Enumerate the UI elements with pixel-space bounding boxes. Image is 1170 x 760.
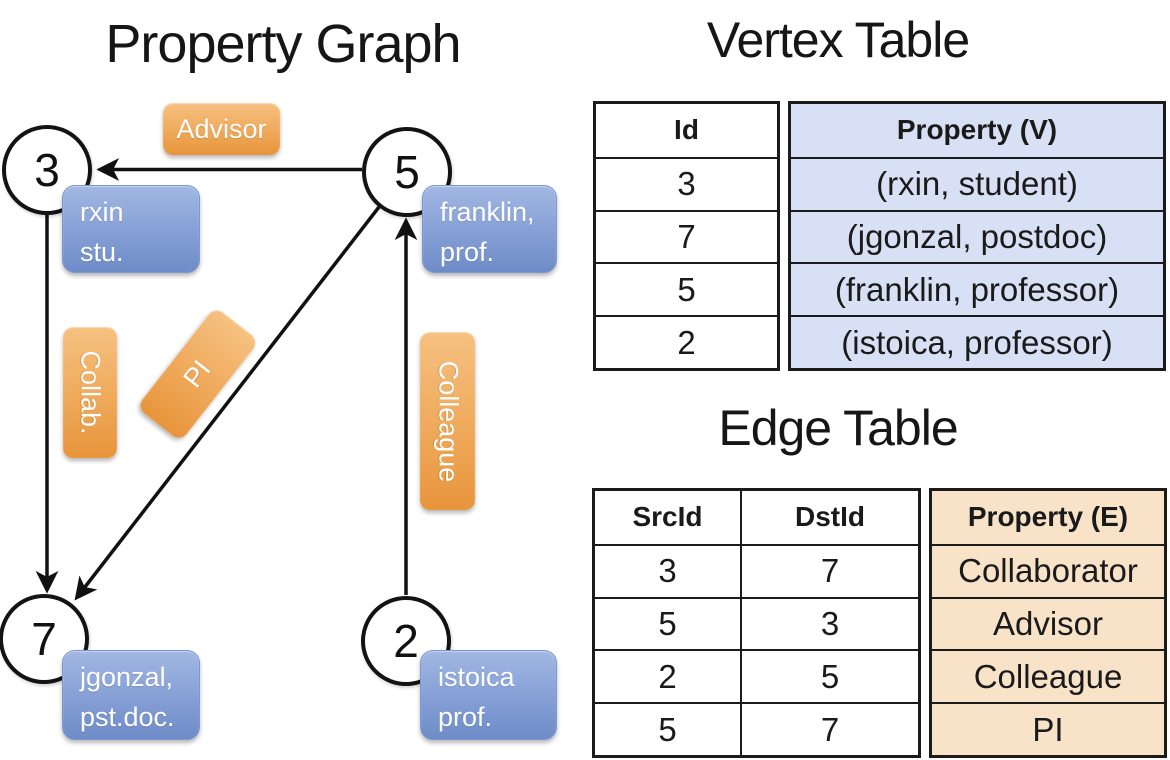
edge-label-text: Colleague xyxy=(433,360,463,482)
vertex-circle-2: 2 xyxy=(361,596,451,686)
edge-label-text: Collab. xyxy=(75,350,106,435)
vertex-table-id-column: Id 3 7 5 2 xyxy=(593,101,780,371)
vertex-property-box-3: rxin stu. xyxy=(62,185,200,273)
vertex-circle-5: 5 xyxy=(362,127,452,217)
vertex-id: 3 xyxy=(34,144,60,196)
vertex-property-line: franklin, xyxy=(440,197,535,227)
edge-table-cell: 5 xyxy=(742,649,918,702)
edge-table-cell: PI xyxy=(932,702,1164,755)
vertex-table-title: Vertex Table xyxy=(706,12,970,68)
vertex-table-header-id: Id xyxy=(674,114,699,146)
edge-table-cell: 3 xyxy=(595,543,742,597)
edge-table-title: Edge Table xyxy=(718,400,958,456)
edge-table-id-columns: SrcId DstId 3 7 5 3 2 5 5 7 xyxy=(592,488,921,758)
vertex-property-line: istoica xyxy=(438,662,515,692)
vertex-table-property-column: Property (V) (rxin, student) (jgonzal, p… xyxy=(788,101,1166,371)
vertex-id: 2 xyxy=(393,615,419,667)
edge-table-header-srcid: SrcId xyxy=(595,491,742,544)
vertex-property-box-2: istoica prof. xyxy=(420,650,557,740)
edge-table-cell: 7 xyxy=(742,543,918,597)
edge-table-cell: Advisor xyxy=(932,596,1164,650)
edge-label-advisor: Advisor xyxy=(163,103,280,155)
vertex-property-box-7: jgonzal, pst.doc. xyxy=(62,650,200,740)
vertex-table-cell: 3 xyxy=(596,156,777,210)
graph-edges-layer xyxy=(35,158,418,601)
vertex-table-cell: (jgonzal, postdoc) xyxy=(791,209,1163,263)
edge-table-cell: 5 xyxy=(595,702,742,755)
vertex-table-cell: (istoica, professor) xyxy=(791,315,1163,368)
edge-arrow-pi-5-to-7 xyxy=(74,205,381,601)
vertex-table-cell: 7 xyxy=(596,209,777,263)
edge-table-cell: 2 xyxy=(595,649,742,703)
vertex-property-line: stu. xyxy=(80,237,124,267)
vertex-property-line: rxin xyxy=(80,197,124,227)
vertex-property-line: prof. xyxy=(438,702,493,732)
vertex-property-line: prof. xyxy=(440,237,495,267)
edge-table-cell: 5 xyxy=(595,596,742,650)
vertex-table-cell: 5 xyxy=(596,262,777,315)
vertex-table-cell: 2 xyxy=(596,315,777,368)
vertex-property-line: pst.doc. xyxy=(80,702,175,732)
edge-table-cell: Collaborator xyxy=(932,543,1164,597)
edge-table-header-dstid: DstId xyxy=(795,501,865,533)
edge-label-text: Advisor xyxy=(176,113,267,144)
edge-table-header-property: Property (E) xyxy=(932,491,1164,544)
edge-table-property-column: Property (E) Collaborator Advisor Collea… xyxy=(929,488,1167,758)
vertex-property-box-5: franklin, prof. xyxy=(422,185,557,273)
edge-label-colleague: Colleague xyxy=(420,332,475,510)
vertex-table-cell: (franklin, professor) xyxy=(791,262,1163,316)
vertex-table-header-property: Property (V) xyxy=(791,104,1163,157)
edge-table-cell: Colleague xyxy=(932,649,1164,703)
edge-table-cell: 7 xyxy=(742,702,918,755)
edge-label-collab: Collab. xyxy=(63,327,117,458)
vertex-property-line: jgonzal, xyxy=(80,662,174,692)
property-graph-title: Property Graph xyxy=(105,14,461,74)
edge-label-text: PI xyxy=(177,354,218,393)
vertex-table-cell: (rxin, student) xyxy=(791,156,1163,210)
vertex-id: 5 xyxy=(394,146,420,198)
edge-table-cell: 3 xyxy=(742,596,918,650)
vertex-id: 7 xyxy=(31,613,57,665)
